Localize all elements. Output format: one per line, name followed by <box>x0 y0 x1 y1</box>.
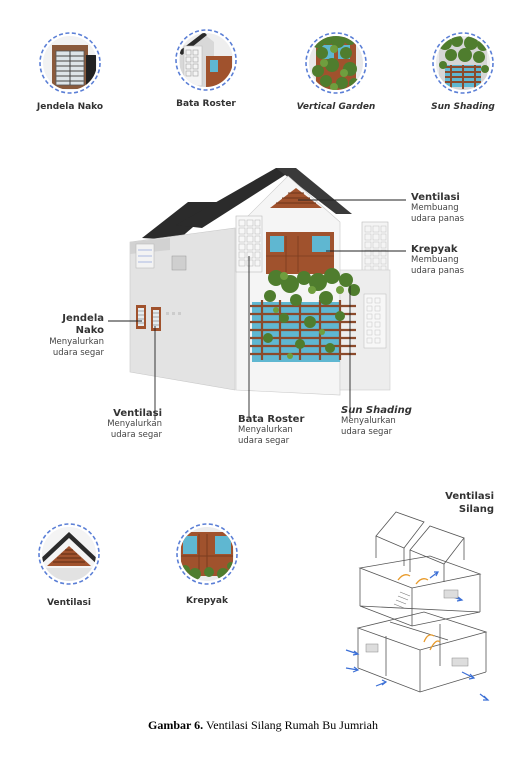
vertical-garden-foliage <box>263 268 360 353</box>
vertical-garden-thumbnail <box>304 31 368 95</box>
callout-krepyak-desc: Membuang udara panas <box>411 255 465 276</box>
callout-bata-roster-desc: Menyalurkan udara segar <box>238 425 293 446</box>
callout-jendela-nako-desc: Menyalurkan udara segar <box>49 337 104 358</box>
callout-sun-shading: Sun Shading Menyalurkan udara segar <box>341 405 441 438</box>
callout-krepyak: Krepyak Membuang udara panas <box>411 244 511 277</box>
icon-label-bata-roster: Bata Roster <box>176 99 236 109</box>
callout-sun-shading-desc: Menyalurkan udara segar <box>341 416 396 437</box>
callout-krepyak-title: Krepyak <box>411 244 458 255</box>
icon-label-krepyak: Krepyak <box>186 596 228 606</box>
ventilasi-silang-title: Ventilasi Silang <box>445 491 494 515</box>
callout-bata-roster: Bata Roster Menyalurkan udara segar <box>238 414 338 447</box>
callout-ventilasi-top: Ventilasi Membuang udara panas <box>411 192 511 225</box>
bata-roster-thumbnail <box>174 28 238 92</box>
sun-shading-thumbnail <box>431 31 495 95</box>
callout-jendela-nako: Jendela Nako Menyalurkan udara segar <box>20 313 104 359</box>
jendela-nako-thumbnail <box>38 31 102 95</box>
callout-jendela-nako-title: Jendela Nako <box>62 313 104 336</box>
figure-caption: Gambar 6. Ventilasi Silang Rumah Bu Jumr… <box>0 718 526 733</box>
ventilasi-thumbnail <box>37 522 101 586</box>
house-illustration <box>108 168 406 420</box>
cross-ventilation-diagram <box>345 511 490 701</box>
callout-ventilasi-top-desc: Membuang udara panas <box>411 203 465 224</box>
icon-label-ventilasi: Ventilasi <box>47 598 91 608</box>
side-wall <box>129 227 236 391</box>
callout-leaders <box>108 199 406 420</box>
callout-ventilasi-bottom-title: Ventilasi <box>113 408 162 419</box>
icon-label-vertical-garden: Vertical Garden <box>296 102 376 112</box>
icon-label-sun-shading: Sun Shading <box>431 102 495 112</box>
icon-label-jendela-nako: Jendela Nako <box>36 102 104 112</box>
callout-sun-shading-title: Sun Shading <box>341 405 412 416</box>
callout-ventilasi-top-title: Ventilasi <box>411 192 460 203</box>
callout-ventilasi-bottom: Ventilasi Menyalurkan udara segar <box>70 408 162 441</box>
callout-ventilasi-bottom-desc: Menyalurkan udara segar <box>107 419 162 440</box>
figure-caption-number: Gambar 6. <box>148 718 204 732</box>
main-roof-left <box>176 168 296 228</box>
callout-bata-roster-title: Bata Roster <box>238 414 305 425</box>
ground-glazing <box>252 302 340 362</box>
figure-caption-text: Ventilasi Silang Rumah Bu Jumriah <box>203 718 378 732</box>
krepyak-thumbnail <box>175 522 239 586</box>
